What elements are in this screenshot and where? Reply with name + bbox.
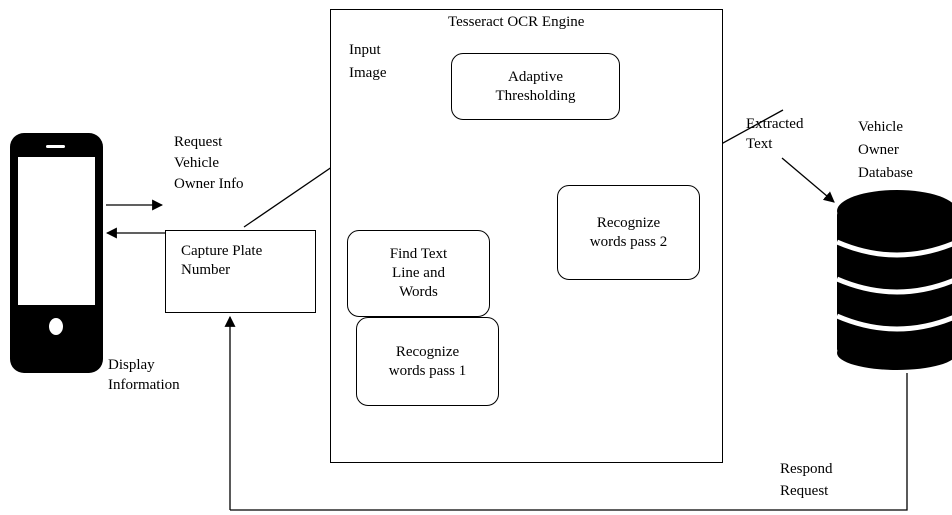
request-vehicle-owner-info-label: Request Vehicle Owner Info [174, 134, 244, 192]
database-icon [836, 190, 952, 370]
capture-plate-number-box: Capture Plate Number [165, 230, 316, 313]
phone-home-button [49, 318, 63, 335]
recognize-pass-2-label: Recognize words pass 2 [589, 214, 668, 250]
phone-screen [18, 157, 95, 305]
find-text-line-words-label: Find Text Line and Words [389, 246, 448, 300]
adaptive-thresholding-label: Adaptive Thresholding [495, 68, 576, 104]
vehicle-owner-database-label: Vehicle Owner Database [858, 119, 913, 181]
input-image-label: Input Image [349, 42, 387, 81]
arrow-extracted-text-to-database [781, 157, 835, 203]
phone-speaker [46, 145, 65, 148]
recognize-pass-1-label: Recognize words pass 1 [388, 343, 467, 379]
display-information-label: Display Information [108, 357, 180, 393]
recognize-pass-1-box: Recognize words pass 1 [356, 317, 499, 406]
capture-plate-number-label: Capture Plate Number [181, 243, 263, 278]
line-database-respond-path [230, 373, 908, 511]
engine-title: Tesseract OCR Engine [448, 14, 585, 30]
adaptive-thresholding-box: Adaptive Thresholding [451, 53, 620, 120]
respond-request-label: Respond Request [780, 461, 833, 499]
recognize-pass-2-box: Recognize words pass 2 [557, 185, 700, 280]
extracted-text-label: Extracted Text [746, 116, 804, 152]
find-text-line-words-box: Find Text Line and Words [347, 230, 490, 317]
